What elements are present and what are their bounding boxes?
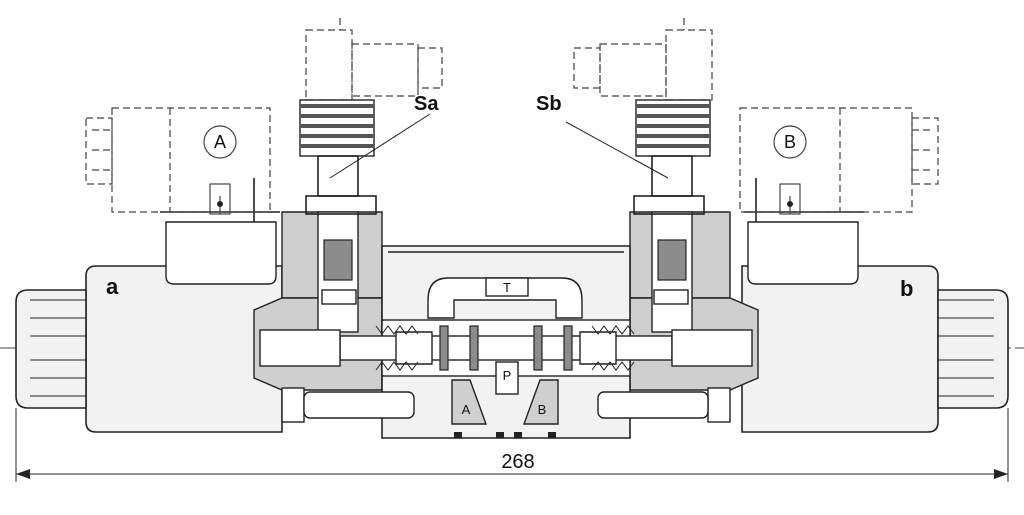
sensor-b-label: Sb	[536, 93, 562, 115]
connector-a-circle	[203, 125, 237, 159]
sensor-a-label: Sa	[414, 93, 439, 115]
armature-left	[259, 329, 341, 367]
sensor-plug-a	[299, 18, 443, 197]
sensor-housing-right	[629, 195, 759, 391]
port-p-label: P	[503, 368, 512, 383]
sensor-plug-b	[573, 18, 713, 197]
overall-length-dimension: 268	[501, 451, 534, 473]
connector-a-label: A	[214, 132, 226, 152]
sensor-b-leader	[565, 121, 669, 179]
solenoid-a-label: a	[106, 274, 119, 299]
spool	[339, 325, 673, 371]
solenoid-b	[739, 107, 1009, 433]
spring-left	[375, 325, 419, 371]
armature-right	[671, 329, 753, 367]
bolt-left	[281, 387, 415, 423]
dimension-line	[15, 408, 1009, 482]
port-t-label: T	[503, 280, 511, 295]
connector-b-label: B	[784, 132, 796, 152]
spring-right	[591, 325, 635, 371]
solenoid-b-label: b	[900, 276, 913, 301]
connector-b-circle	[773, 125, 807, 159]
port-a-label: A	[462, 402, 471, 417]
solenoid-a	[15, 107, 283, 433]
sensor-a-leader	[329, 113, 431, 179]
bolt-right	[597, 387, 731, 423]
port-b-label: B	[538, 402, 547, 417]
